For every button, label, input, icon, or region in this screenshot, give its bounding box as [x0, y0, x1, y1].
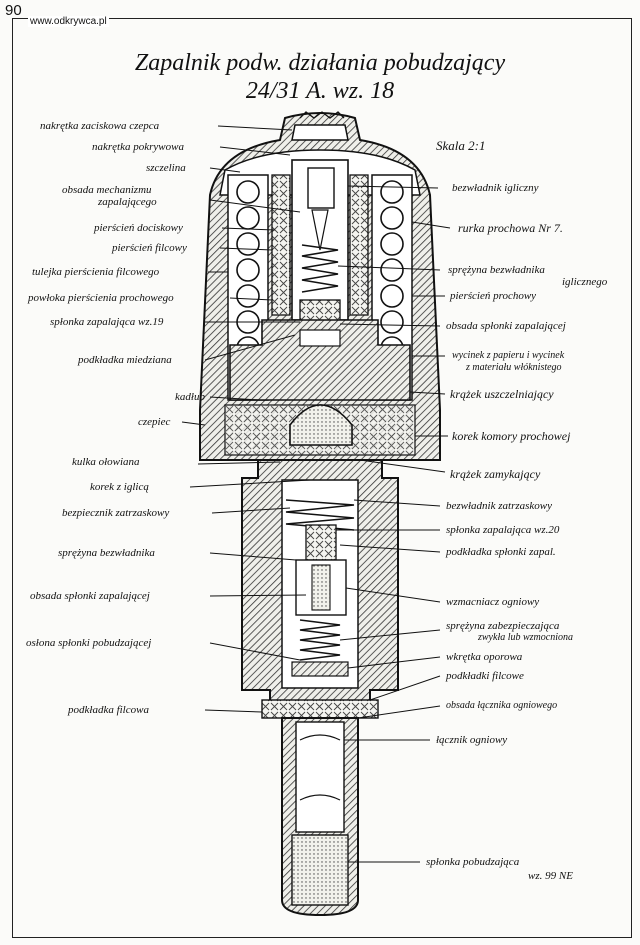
page-frame: [12, 18, 632, 938]
label-powder-chamber-plug: korek komory prochowej: [452, 429, 571, 443]
label-felt-washers: podkładki filcowe: [446, 670, 524, 682]
label-felt-washer: podkładka filcowa: [68, 704, 149, 716]
felt-ring-right: [349, 174, 369, 316]
label-needle-spring-2: iglicznego: [562, 276, 608, 288]
felt-pads: [261, 699, 379, 719]
label-fire-channel-holder: obsada łącznika ogniowego: [446, 700, 558, 711]
label-latch-safety: bezpiecznik zatrzaskowy: [62, 507, 170, 519]
label-safety-spring: sprężyna zabezpieczająca: [446, 620, 560, 632]
label-cover-nut: nakrętka pokrywowa: [92, 141, 184, 153]
body-upper: [229, 319, 411, 401]
label-mechanism-holder: obsada mechanizmu: [62, 184, 152, 196]
label-latch-inertia: bezwładnik zatrzaskowy: [446, 500, 553, 512]
label-copper-washer: podkładka miedziana: [78, 354, 172, 366]
diagram-subtitle: 24/31 A. wz. 18: [245, 78, 395, 104]
label-stop-screw: wkrętka oporowa: [446, 651, 523, 663]
label-powder-tube: rurka prochowa Nr 7.: [458, 221, 563, 235]
label-pressure-ring: pierścień dociskowy: [94, 222, 183, 234]
label-powder-ring-coat: powłoka pierścienia prochowego: [28, 292, 174, 304]
felt-ring-left: [271, 174, 291, 316]
label-needle-plug: korek z iglicą: [90, 481, 149, 493]
label-needle-spring: sprężyna bezwładnika: [448, 264, 545, 276]
scale-label: Skala 2:1: [436, 138, 486, 153]
fire-channel: [295, 721, 345, 833]
lead-ball-front: [289, 404, 353, 446]
label-cap-washer: podkładka spłonki zapal.: [446, 546, 556, 558]
label-slot: szczelina: [146, 162, 186, 174]
label-cap-nut: nakrętka zaciskowa czepca: [40, 120, 160, 132]
label-sealing-disc: krążek uszczelniający: [450, 387, 554, 401]
label-mechanism-holder-2: zapalającego: [98, 196, 157, 208]
label-igniter-cap-holder: obsada spłonki zapalającej: [446, 320, 566, 332]
watermark: www.odkrywca.pl: [28, 16, 109, 27]
label-safety-spring-2: zwykła lub wzmocniona: [478, 632, 573, 643]
label-lead-ball: kulka ołowiana: [72, 456, 140, 468]
label-closing-disc: krążek zamykający: [450, 467, 541, 481]
label-felt-ring: pierścień filcowy: [112, 242, 187, 254]
label-booster-cap: spłonka pobudzająca: [426, 856, 520, 868]
label-needle-inertia: bezwładnik igliczny: [452, 182, 539, 194]
label-igniter-cap-19: spłonka zapalająca wz.19: [50, 316, 164, 328]
label-felt-ring-sleeve: tulejka pierścienia filcowego: [32, 266, 160, 278]
label-body: kadłub: [175, 391, 205, 403]
label-booster-cap-2: wz. 99 NE: [528, 870, 573, 882]
leader-lines: [181, 125, 451, 863]
copper-washer: [299, 329, 341, 347]
igniter-mechanism: [291, 159, 349, 323]
body-lower: [241, 459, 399, 713]
booster-cap: [291, 834, 349, 906]
label-paper-disc-2: z materiału włóknistego: [466, 362, 562, 373]
page-number: 90: [5, 2, 22, 19]
label-igniter-cap-20: spłonka zapalająca wz.20: [446, 524, 560, 536]
label-powder-ring: pierścień prochowy: [450, 290, 537, 302]
label-paper-disc: wycinek z papieru i wycinek: [452, 350, 565, 361]
label-fire-booster: wzmacniacz ogniowy: [446, 596, 540, 608]
diagram-title: Zapalnik podw. działania pobudzający: [134, 50, 506, 76]
label-booster-cap-shield: osłona spłonki pobudzającej: [26, 637, 152, 649]
label-cap-holder: obsada spłonki zapalającej: [30, 590, 150, 602]
label-cap: czepiec: [138, 416, 171, 428]
label-fire-channel: łącznik ogniowy: [436, 734, 508, 746]
label-inertia-spring: sprężyna bezwładnika: [58, 547, 155, 559]
